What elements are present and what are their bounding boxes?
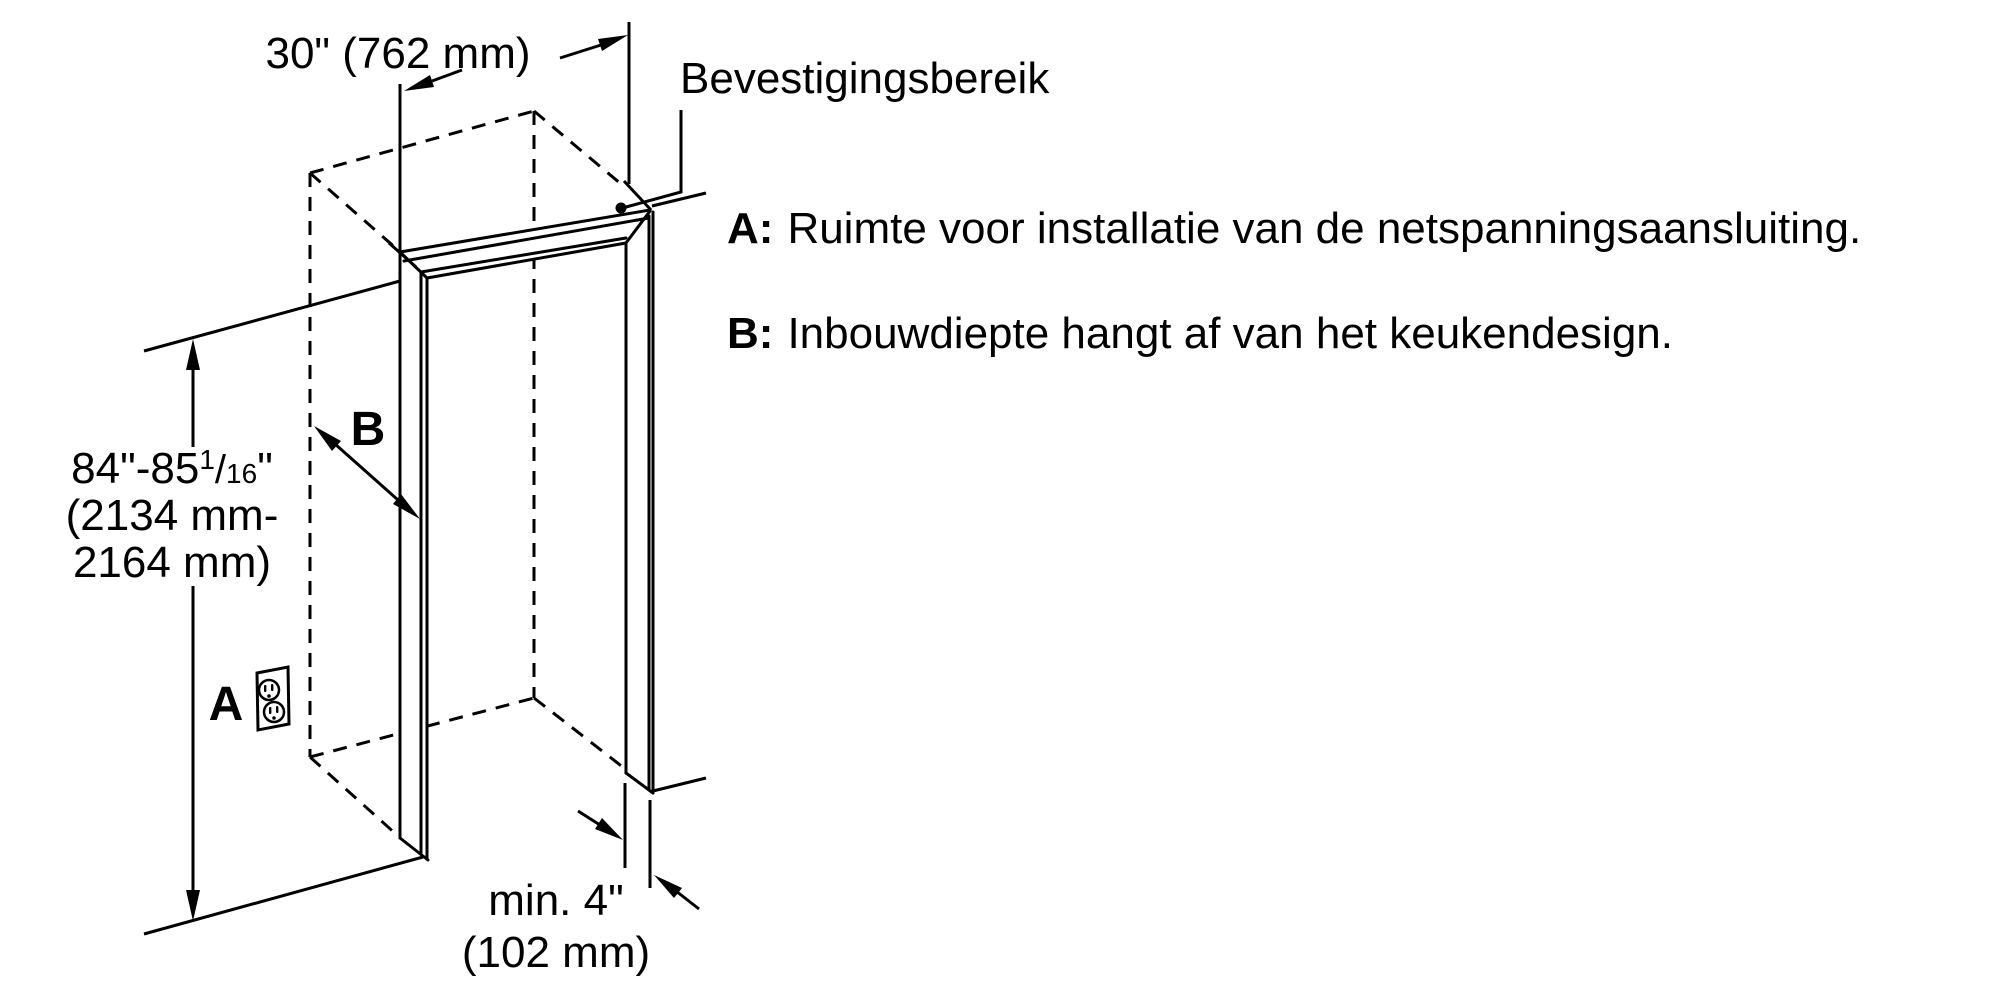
height-dimension-label-inches: 84"-851/16" <box>71 444 273 493</box>
outlet-group: A <box>209 665 291 732</box>
height-dimension-label-mm-1: (2134 mm- <box>66 491 279 540</box>
mounting-area-callout: Bevestigingsbereik <box>615 54 1050 214</box>
niche-frame <box>388 179 655 862</box>
min-depth-label: min. 4" <box>488 876 623 925</box>
height-dimension: 84"-851/16" (2134 mm- 2164 mm) <box>66 339 279 921</box>
note-a: A:Ruimte voor installatie van de netspan… <box>727 204 1861 253</box>
arrowhead-left-icon <box>404 75 434 91</box>
depth-b-arrow: B <box>314 403 420 519</box>
arrowhead-upleft-icon <box>314 426 341 451</box>
height-dimension-label-mm-2: 2164 mm) <box>73 538 271 587</box>
arrowhead-upleft2-icon <box>654 875 682 898</box>
width-dimension-label: 30" (762 mm) <box>265 29 530 78</box>
min-depth-mm-label: (102 mm) <box>462 928 650 977</box>
width-dimension: 30" (762 mm) <box>265 22 631 253</box>
mounting-point-marker <box>615 202 627 214</box>
note-b: B:Inbouwdiepte hangt af van het keukende… <box>727 309 1673 358</box>
legend-notes: A:Ruimte voor installatie van de netspan… <box>727 204 1861 358</box>
arrowhead-downright-icon <box>393 494 420 519</box>
min-depth-dimension: min. 4" (102 mm) <box>462 783 700 977</box>
arrowhead-up-icon <box>186 339 200 370</box>
duplex-power-outlet-icon <box>255 665 291 732</box>
arrowhead-down-icon <box>186 890 200 921</box>
arrowhead-right-icon <box>598 35 628 51</box>
niche-cavity-dashed-box <box>308 109 625 837</box>
label-a: A <box>209 678 244 731</box>
arrowhead-downright2-icon <box>595 818 623 840</box>
label-b: B <box>351 403 386 456</box>
mounting-area-label: Bevestigingsbereik <box>680 54 1050 103</box>
wall-edge-lines <box>143 191 707 936</box>
